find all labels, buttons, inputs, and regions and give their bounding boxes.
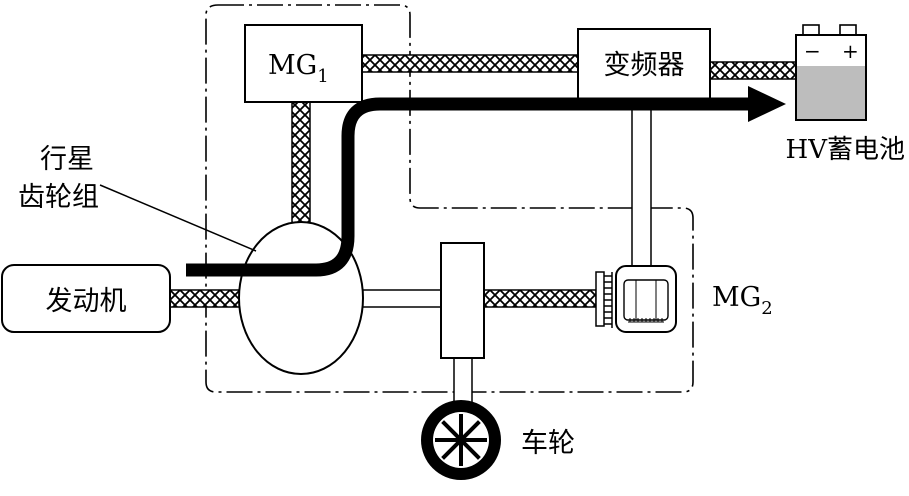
power-flow-arrowhead [748, 86, 786, 122]
engine-box [1, 264, 171, 333]
planetary-label-line1: 行星 [40, 144, 94, 175]
mg2-gear-teeth [604, 272, 613, 328]
mg1-box [244, 24, 363, 103]
mg2-gear-hub [595, 271, 605, 327]
housing-outline [205, 4, 694, 393]
mg2-window [623, 279, 669, 321]
shaft-mg1-planetary [291, 101, 311, 233]
mg2-scale [628, 318, 664, 323]
shaft-mg1-inverter [361, 54, 579, 73]
mg1-label: MG1 [268, 50, 329, 87]
wheel-label: 车轮 [521, 428, 575, 459]
planetary-label-line2: 齿轮组 [18, 182, 99, 213]
wheel [421, 400, 501, 480]
mg2-label: MG2 [712, 282, 773, 319]
link-inverter-mg2 [631, 98, 652, 272]
shaft-inverter-battery [709, 61, 797, 80]
engine-label: 发动机 [46, 286, 127, 317]
shaft-engine-planetary [169, 289, 241, 308]
axle-wheel [453, 357, 473, 407]
shaft-planetary-reducer [361, 289, 443, 308]
reducer-gear [440, 242, 485, 359]
hv-battery: − + [795, 24, 867, 121]
battery-minus-sign: − [804, 39, 821, 63]
planetary-leader-line [99, 184, 257, 252]
battery-charge-level [797, 66, 865, 119]
battery-terminal-left [802, 24, 820, 36]
power-flow-path [186, 97, 752, 277]
inverter-label: 变频器 [604, 50, 685, 81]
wheel-hub [456, 435, 466, 445]
battery-label: HV蓄电池 [786, 135, 905, 165]
battery-plus-sign: + [842, 39, 859, 63]
battery-terminal-right [839, 24, 857, 36]
mg2-motor [595, 265, 677, 333]
shaft-reducer-mg2 [483, 289, 597, 308]
